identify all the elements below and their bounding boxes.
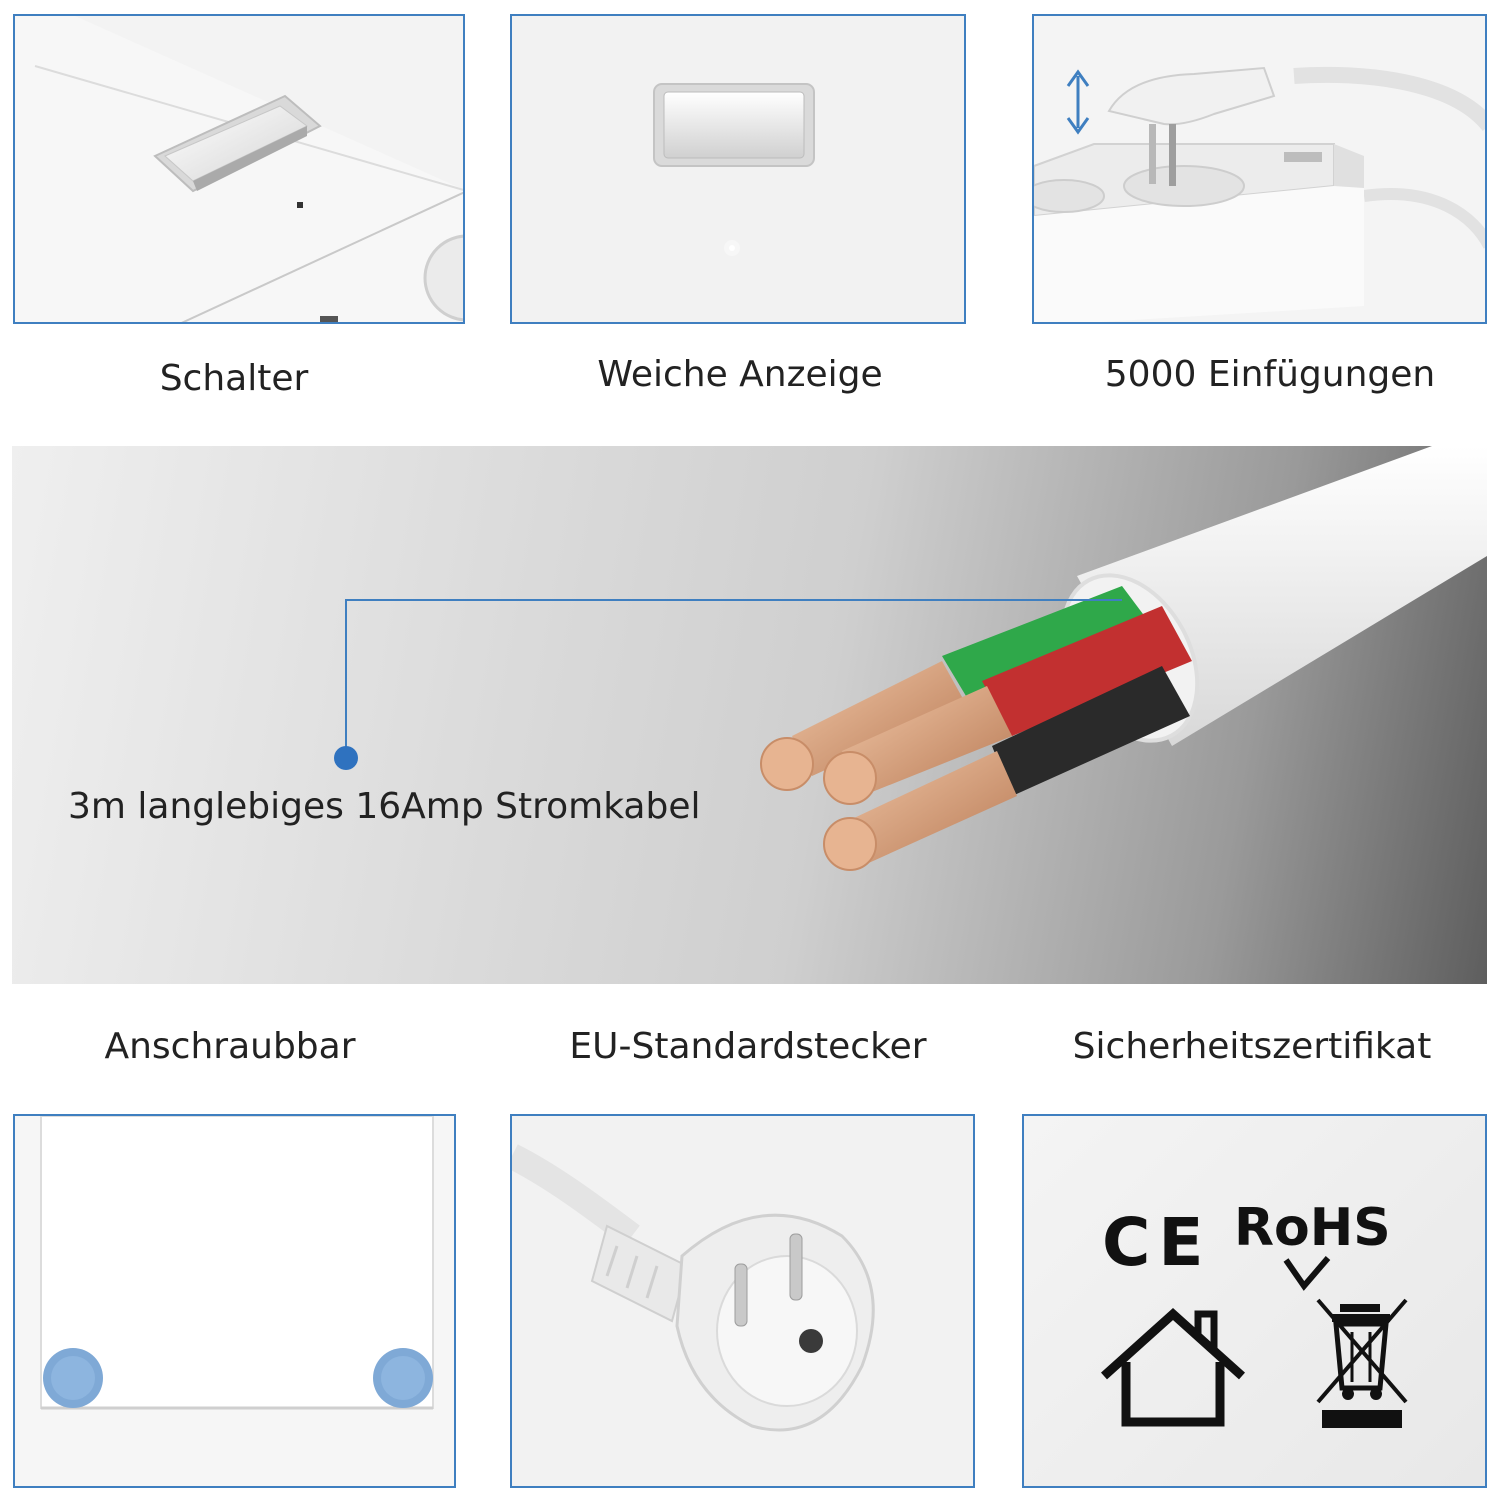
mounting-foot-icon bbox=[373, 1348, 433, 1408]
indicator-panel bbox=[510, 14, 966, 324]
caption-insertions: 5000 Einfügungen bbox=[1104, 354, 1436, 395]
insertions-panel bbox=[1032, 14, 1487, 324]
caption-plug: EU-Standardstecker bbox=[569, 1026, 927, 1067]
cable-label: 3m langlebiges 16Amp Stromkabel bbox=[68, 786, 701, 827]
mounting-feet-illustration bbox=[15, 1116, 454, 1486]
rocker-switch-icon bbox=[15, 16, 463, 322]
plug-insertion-illustration bbox=[1034, 16, 1485, 322]
ce-mark-icon: CE bbox=[1102, 1204, 1212, 1281]
plug-icon bbox=[512, 1116, 973, 1486]
caption-indicator: Weiche Anzeige bbox=[597, 354, 883, 395]
rohs-mark-icon: RoHS bbox=[1234, 1198, 1391, 1258]
plug-panel bbox=[510, 1114, 975, 1488]
caption-screwable: Anschraubbar bbox=[104, 1026, 356, 1067]
up-down-arrow-icon bbox=[1066, 69, 1090, 135]
mounting-foot-icon bbox=[43, 1348, 103, 1408]
caption-switch: Schalter bbox=[159, 358, 309, 399]
cable-banner: 3m langlebiges 16Amp Stromkabel bbox=[12, 446, 1487, 984]
indoor-use-house-icon bbox=[1100, 1307, 1246, 1427]
switch-panel bbox=[13, 14, 465, 324]
certificate-panel: CE RoHS bbox=[1022, 1114, 1487, 1488]
rohs-check-icon bbox=[1283, 1256, 1331, 1291]
weee-bin-icon bbox=[1316, 1298, 1408, 1428]
caption-certificate: Sicherheitszertifikat bbox=[1072, 1026, 1432, 1067]
indicator-light-icon bbox=[512, 16, 964, 322]
screwable-panel bbox=[13, 1114, 456, 1488]
cable-cross-section-icon bbox=[334, 446, 1487, 871]
